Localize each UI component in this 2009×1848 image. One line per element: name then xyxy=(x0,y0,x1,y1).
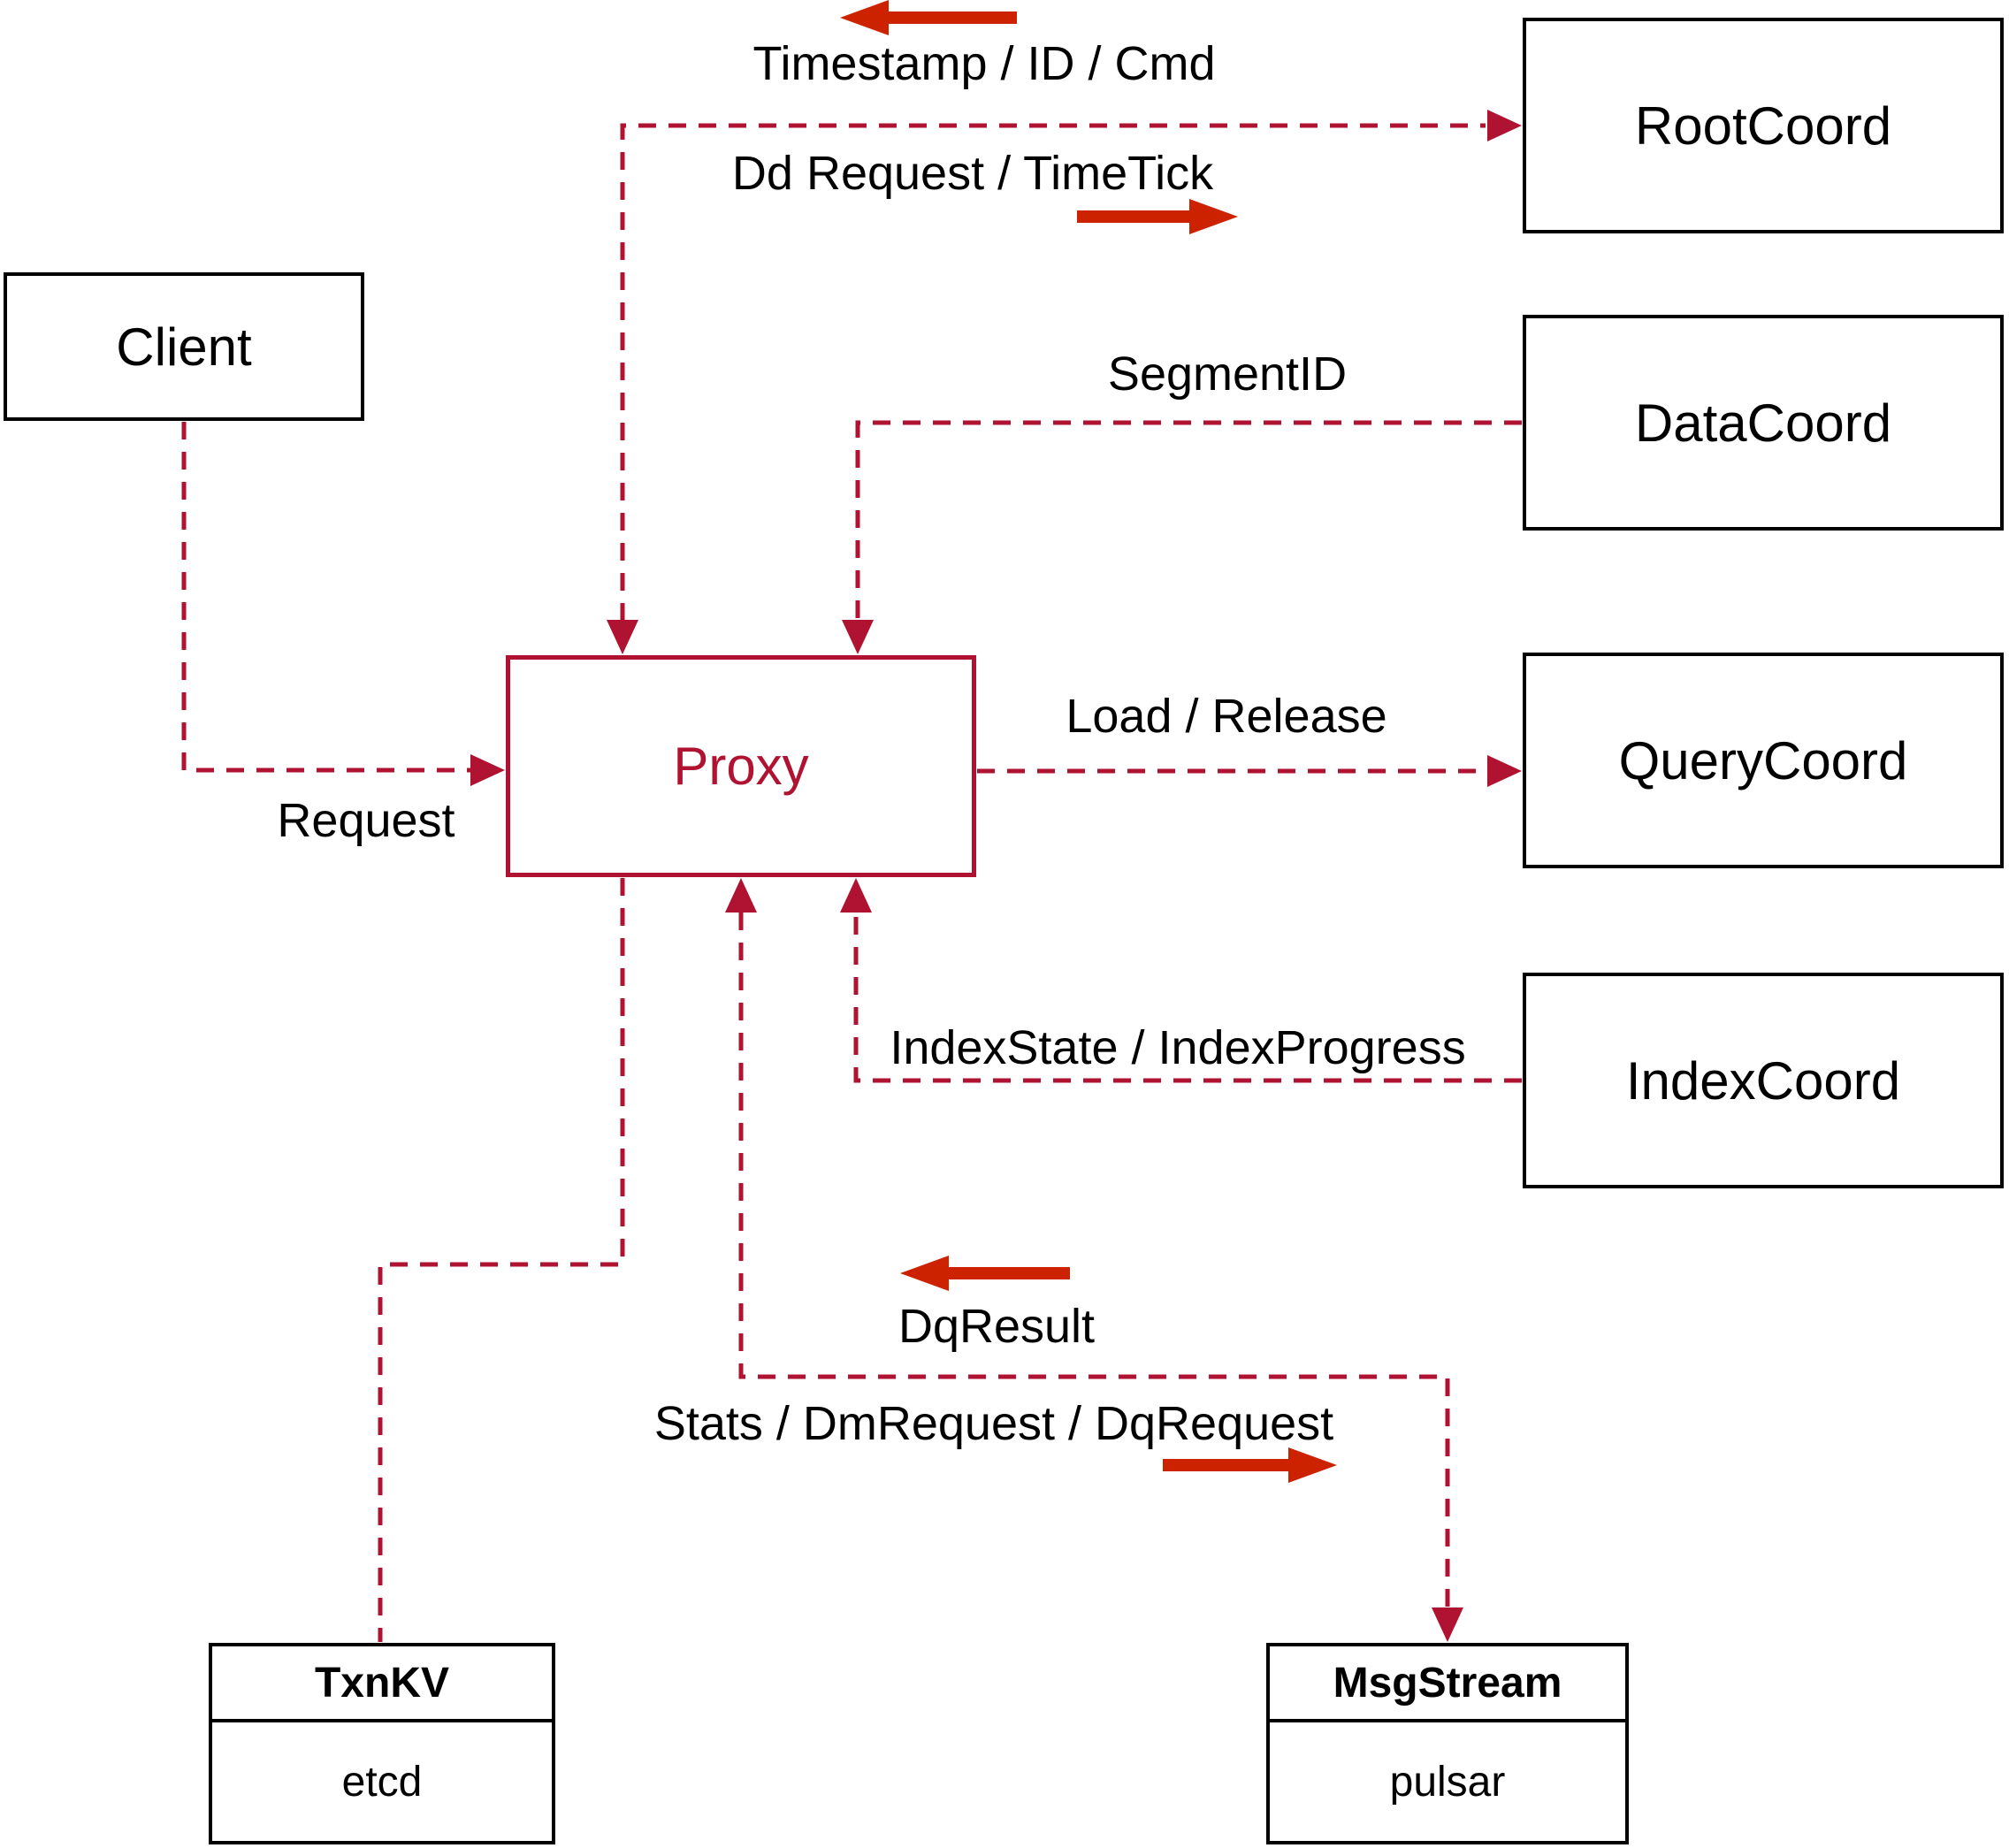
edge-label-segment-id: SegmentID xyxy=(1107,347,1348,401)
edge-proxy-msgstream xyxy=(725,878,1463,1642)
node-indexcoord: IndexCoord xyxy=(1523,973,2004,1188)
msgstream-impl: pulsar xyxy=(1389,1758,1506,1806)
txnkv-impl: etcd xyxy=(341,1758,423,1806)
node-querycoord-label: QueryCoord xyxy=(1618,730,1908,790)
edge-label-dd-request-timetick: Dd Request / TimeTick xyxy=(731,147,1214,200)
edge-label-stats-dm-dq: Stats / DmRequest / DqRequest xyxy=(653,1397,1334,1450)
direction-arrow-right-ddrequest-icon xyxy=(1077,199,1238,234)
arrowhead-right-into-proxy-left-edge xyxy=(470,754,505,786)
node-indexcoord-label: IndexCoord xyxy=(1625,1050,1901,1111)
edge-label-load-release: Load / Release xyxy=(1066,690,1387,743)
edge-label-index-state-progress: IndexState / IndexProgress xyxy=(890,1021,1466,1074)
direction-arrow-left-timestamp-icon xyxy=(840,0,1017,35)
arrowhead-up-into-proxy-bottom-right xyxy=(840,878,872,913)
node-txnkv: TxnKV etcd xyxy=(209,1643,555,1844)
direction-arrow-left-dqresult-icon xyxy=(900,1256,1070,1291)
arrowhead-down-into-proxy-left xyxy=(607,620,638,654)
node-rootcoord: RootCoord xyxy=(1523,18,2004,233)
edge-indexcoord-proxy xyxy=(840,878,1522,1083)
node-client: Client xyxy=(4,272,364,421)
edge-label-dq-result: DqResult xyxy=(898,1300,1096,1353)
edge-proxy-txnkv xyxy=(378,878,625,1642)
edge-label-timestamp-id-cmd: Timestamp / ID / Cmd xyxy=(752,37,1216,90)
node-querycoord: QueryCoord xyxy=(1523,653,2004,868)
node-rootcoord-label: RootCoord xyxy=(1634,95,1892,156)
edge-client-proxy xyxy=(181,422,505,786)
node-proxy: Proxy xyxy=(506,655,976,877)
node-msgstream: MsgStream pulsar xyxy=(1266,1643,1629,1844)
arrowhead-up-into-proxy-bottom-left xyxy=(725,878,757,913)
edge-proxy-rootcoord xyxy=(607,110,1522,654)
edge-proxy-querycoord xyxy=(977,755,1522,787)
node-datacoord: DataCoord xyxy=(1523,315,2004,531)
arrowhead-down-into-proxy-right xyxy=(842,620,874,654)
node-datacoord-label: DataCoord xyxy=(1634,393,1892,453)
arrowhead-down-into-msgstream xyxy=(1432,1607,1463,1642)
arrowhead-right-into-rootcoord xyxy=(1487,110,1522,141)
txnkv-title: TxnKV xyxy=(212,1646,552,1722)
direction-arrow-right-stats-icon xyxy=(1163,1447,1337,1483)
edge-datacoord-proxy xyxy=(842,420,1522,654)
edge-label-request: Request xyxy=(277,794,455,847)
msgstream-title: MsgStream xyxy=(1270,1646,1625,1722)
node-proxy-label: Proxy xyxy=(673,737,809,796)
node-client-label: Client xyxy=(116,317,252,377)
arrowhead-right-into-querycoord xyxy=(1487,755,1522,787)
